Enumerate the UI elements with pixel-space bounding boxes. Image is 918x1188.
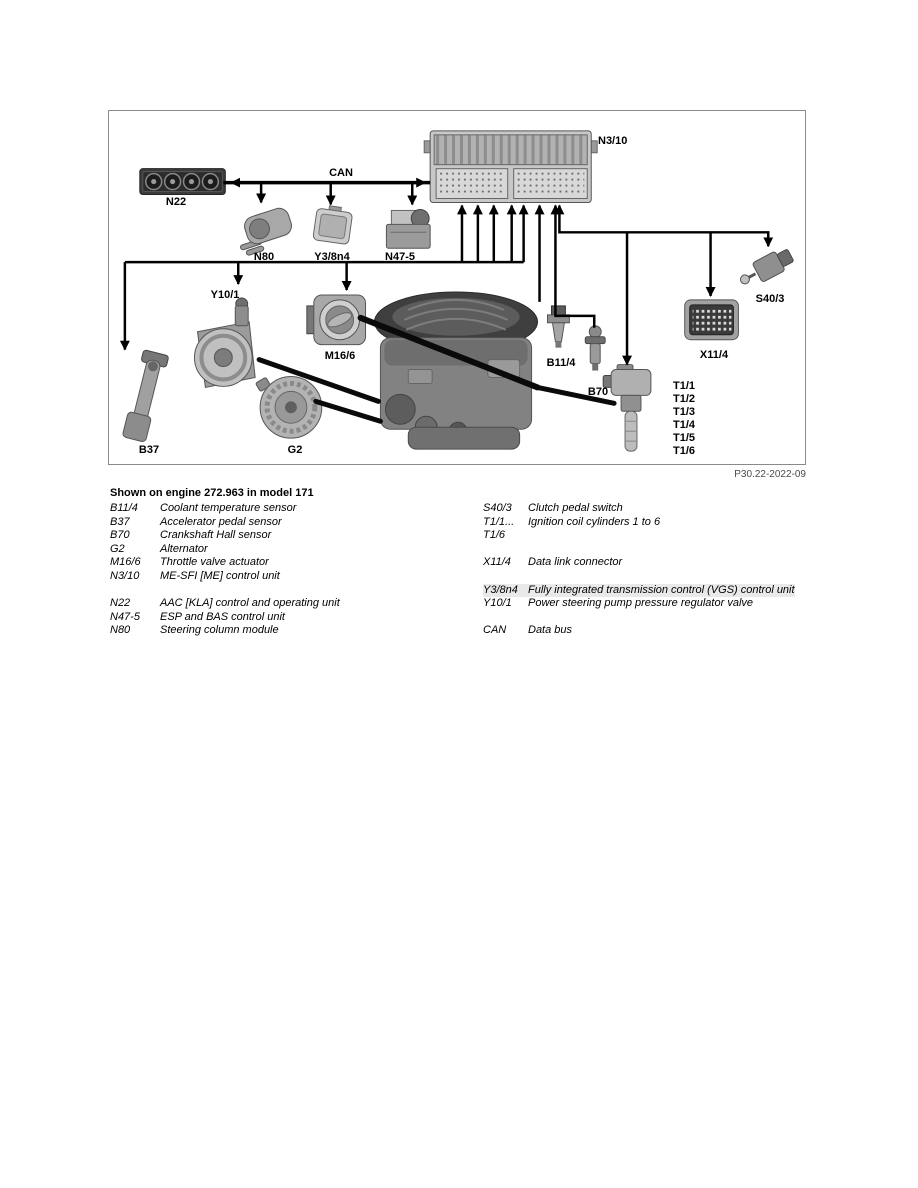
legend-row: N22 AAC [KLA] control and operating unit xyxy=(110,597,483,611)
accelerator-pedal-b37 xyxy=(122,349,169,442)
legend-desc: Ignition coil cylinders 1 to 6 xyxy=(528,515,661,528)
legend-desc: Fully integrated transmission control (V… xyxy=(528,583,795,596)
data-link-connector-x11-4 xyxy=(684,299,739,341)
label-b11-4: B11/4 xyxy=(546,357,576,369)
label-t1-3: T1/3 xyxy=(673,406,696,418)
legend: Shown on engine 272.963 in model 171 B11… xyxy=(110,487,795,638)
label-g2: G2 xyxy=(287,444,303,456)
wiring-diagram: N3/10 N22 CAN N80 Y3/8n4 N47-5 S40/3 X11… xyxy=(108,110,806,465)
legend-desc: Power steering pump pressure regulator v… xyxy=(528,597,754,610)
label-n3-10: N3/10 xyxy=(598,135,628,147)
figure-reference: P30.22-2022-09 xyxy=(734,469,806,480)
legend-desc: Data bus xyxy=(528,624,573,637)
label-t1-2: T1/2 xyxy=(673,393,696,405)
label-y3-8n4: Y3/8n4 xyxy=(314,251,350,263)
legend-row: B70 Crankshaft Hall sensor xyxy=(110,529,483,543)
legend-row: Y3/8n4 Fully integrated transmission con… xyxy=(483,583,795,598)
legend-row: T1/1... Ignition coil cylinders 1 to 6 xyxy=(483,516,795,530)
alternator-g2 xyxy=(255,375,323,439)
label-t1-5: T1/5 xyxy=(673,432,696,444)
ignition-coil-t1 xyxy=(602,364,652,452)
label-b37: B37 xyxy=(138,444,160,456)
legend-code: T1/1... xyxy=(483,515,515,528)
label-n80: N80 xyxy=(253,251,275,263)
ecu-n3-10 xyxy=(423,130,598,203)
legend-desc: ME-SFI [ME] control unit xyxy=(160,569,280,582)
steering-column-module-n80 xyxy=(240,207,292,256)
hvac-panel-n22 xyxy=(139,168,226,196)
legend-row: N3/10 ME-SFI [ME] control unit xyxy=(110,570,483,584)
legend-column-right: S40/3 Clutch pedal switch T1/1... Igniti… xyxy=(483,502,795,638)
label-n22: N22 xyxy=(165,196,187,208)
legend-desc: Clutch pedal switch xyxy=(528,502,623,514)
legend-code: N3/10 xyxy=(110,569,140,582)
legend-desc: AAC [KLA] control and operating unit xyxy=(160,597,340,610)
legend-desc: Steering column module xyxy=(160,624,279,637)
legend-row: N80 Steering column module xyxy=(110,624,483,638)
harness-bold-lines xyxy=(256,314,617,424)
legend-row: Y10/1 Power steering pump pressure regul… xyxy=(483,597,795,611)
legend-row: CAN Data bus xyxy=(483,624,795,638)
legend-code: G2 xyxy=(110,542,125,555)
legend-columns: B11/4 Coolant temperature sensor B37 Acc… xyxy=(110,502,795,638)
label-t1-1: T1/1 xyxy=(673,380,696,392)
power-steering-valve-y10-1 xyxy=(193,297,256,389)
legend-code: X11/4 xyxy=(483,556,511,569)
engine-illustration xyxy=(373,291,539,450)
legend-desc: ESP and BAS control unit xyxy=(160,610,285,623)
label-n47-5: N47-5 xyxy=(385,251,415,263)
legend-row: G2 Alternator xyxy=(110,543,483,557)
diagram-canvas xyxy=(119,130,794,452)
legend-desc: Throttle valve actuator xyxy=(160,556,269,569)
coolant-temp-sensor-b11-4 xyxy=(546,305,570,348)
legend-row: B11/4 Coolant temperature sensor xyxy=(110,502,483,516)
legend-code: N22 xyxy=(110,597,131,610)
legend-row: T1/6 xyxy=(483,529,795,543)
legend-row: S40/3 Clutch pedal switch xyxy=(483,502,795,516)
label-s40-3: S40/3 xyxy=(755,293,785,305)
legend-title: Shown on engine 272.963 in model 171 xyxy=(110,487,314,499)
can-bus-line xyxy=(223,177,431,206)
legend-code: B11/4 xyxy=(110,502,138,514)
legend-code: M16/6 xyxy=(110,556,141,569)
legend-row: X11/4 Data link connector xyxy=(483,556,795,570)
legend-code: N80 xyxy=(110,624,131,637)
legend-code: B70 xyxy=(110,529,130,542)
legend-desc: Alternator xyxy=(160,542,208,555)
legend-desc: Data link connector xyxy=(528,556,623,569)
legend-code: N47-5 xyxy=(110,610,140,623)
label-can: CAN xyxy=(329,167,353,179)
legend-desc: Accelerator pedal sensor xyxy=(160,515,282,528)
legend-code: S40/3 xyxy=(483,502,512,514)
label-m16-6: M16/6 xyxy=(324,350,356,362)
legend-column-left: B11/4 Coolant temperature sensor B37 Acc… xyxy=(110,502,483,638)
legend-code: T1/6 xyxy=(483,529,506,542)
legend-row: B37 Accelerator pedal sensor xyxy=(110,516,483,530)
legend-desc: Coolant temperature sensor xyxy=(160,502,297,514)
label-y10-1: Y10/1 xyxy=(210,289,240,301)
legend-code: CAN xyxy=(483,624,507,637)
throttle-actuator-m16-6 xyxy=(306,294,367,346)
clutch-pedal-switch-s40-3 xyxy=(739,249,794,285)
esp-control-n47-5 xyxy=(385,208,431,249)
label-t1-4: T1/4 xyxy=(673,419,696,431)
label-t1-6: T1/6 xyxy=(673,445,696,457)
legend-desc: Crankshaft Hall sensor xyxy=(160,529,272,542)
crankshaft-sensor-b70 xyxy=(584,325,606,371)
legend-code: B37 xyxy=(110,515,130,528)
transmission-control-y3-8n4 xyxy=(312,205,353,245)
legend-code: Y3/8n4 xyxy=(483,583,518,596)
legend-code: Y10/1 xyxy=(483,597,512,610)
wiring-lines xyxy=(119,204,774,366)
label-b70: B70 xyxy=(587,386,609,398)
label-x11-4: X11/4 xyxy=(699,349,729,361)
legend-row: M16/6 Throttle valve actuator xyxy=(110,556,483,570)
legend-row: N47-5 ESP and BAS control unit xyxy=(110,611,483,625)
